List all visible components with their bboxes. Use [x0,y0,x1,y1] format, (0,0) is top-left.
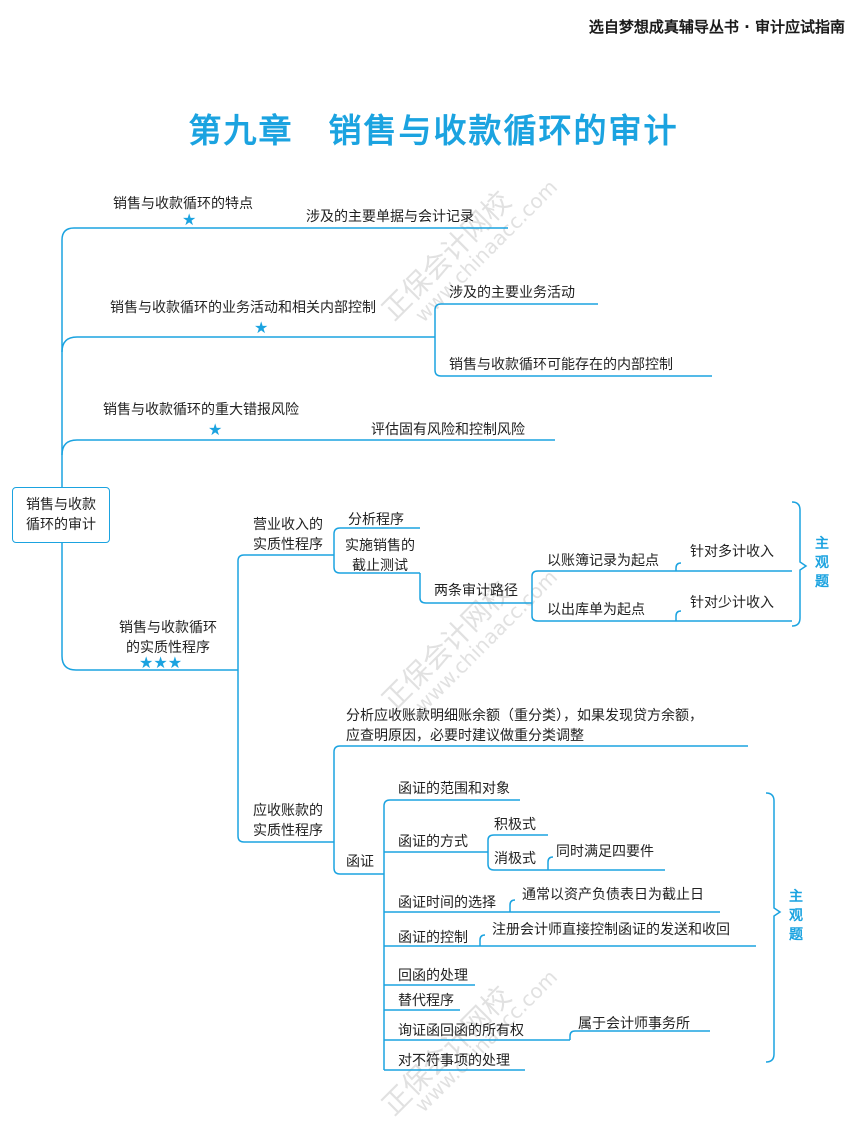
node-documents-records: 涉及的主要单据与会计记录 [306,209,474,225]
node-reply-ownership: 询证函回函的所有权 [398,1023,524,1039]
node-assess-risks: 评估固有风险和控制风险 [371,422,525,438]
node-two-audit-paths: 两条审计路径 [434,583,518,599]
node-exception-handling: 对不符事项的处理 [398,1053,510,1069]
node-positive-confirm: 积极式 [494,817,536,833]
node-balance-sheet-date: 通常以资产负债表日为截止日 [522,887,704,903]
node-alternative-procedures: 替代程序 [398,993,454,1009]
importance-stars: ★ [254,318,269,337]
book-series-header: 选自梦想成真辅导丛书 · 审计应试指南 [588,18,845,36]
subjective-question-tag: 主观题 [789,889,803,943]
node-belongs-to-firm: 属于会计师事务所 [578,1016,690,1032]
root-label-line2: 循环的审计 [26,517,96,533]
importance-stars: ★ [208,420,223,439]
node-ar-substantive: 应收账款的实质性程序 [253,803,323,839]
node-understatement: 针对少计收入 [690,595,774,611]
branch-characteristics: 销售与收款循环的特点 [113,196,253,212]
branch-activities-controls: 销售与收款循环的业务活动和相关内部控制 [110,300,376,316]
branch-material-misstatement-risk: 销售与收款循环的重大错报风险 [103,402,299,418]
branch-substantive-procedures: 销售与收款循环的实质性程序 [119,620,217,656]
node-cpa-control: 注册会计师直接控制函证的发送和收回 [492,922,730,938]
node-revenue-substantive: 营业收入的实质性程序 [253,517,323,553]
root-label-line1: 销售与收款 [26,497,96,513]
node-confirm-method: 函证的方式 [398,834,468,850]
node-confirmation: 函证 [346,854,374,870]
node-reply-handling: 回函的处理 [398,968,468,984]
node-negative-confirm: 消极式 [494,851,536,867]
node-confirm-timing: 函证时间的选择 [398,895,496,911]
node-internal-controls: 销售与收款循环可能存在的内部控制 [449,357,673,373]
node-confirm-control: 函证的控制 [398,930,468,946]
node-cutoff-test: 实施销售的截止测试 [345,538,415,574]
importance-stars: ★★★ [139,653,183,672]
node-path-from-records: 以账簿记录为起点 [547,553,659,569]
subjective-question-tag: 主观题 [815,536,829,590]
node-confirm-scope: 函证的范围和对象 [398,781,510,797]
node-ar-analysis: 分析应收账款明细账余额（重分类），如果发现贷方余额，应查明原因，必要时建议做重分… [346,708,703,744]
root-node: 销售与收款循环的审计 [12,487,110,543]
node-analytical-procedures: 分析程序 [348,512,404,528]
node-overstatement: 针对多计收入 [690,544,774,560]
importance-stars: ★ [182,210,197,229]
chapter-title: 第九章 销售与收款循环的审计 [188,111,679,150]
node-path-from-shipping: 以出库单为起点 [547,602,645,618]
node-main-activities: 涉及的主要业务活动 [449,285,575,301]
node-four-conditions: 同时满足四要件 [556,844,654,860]
